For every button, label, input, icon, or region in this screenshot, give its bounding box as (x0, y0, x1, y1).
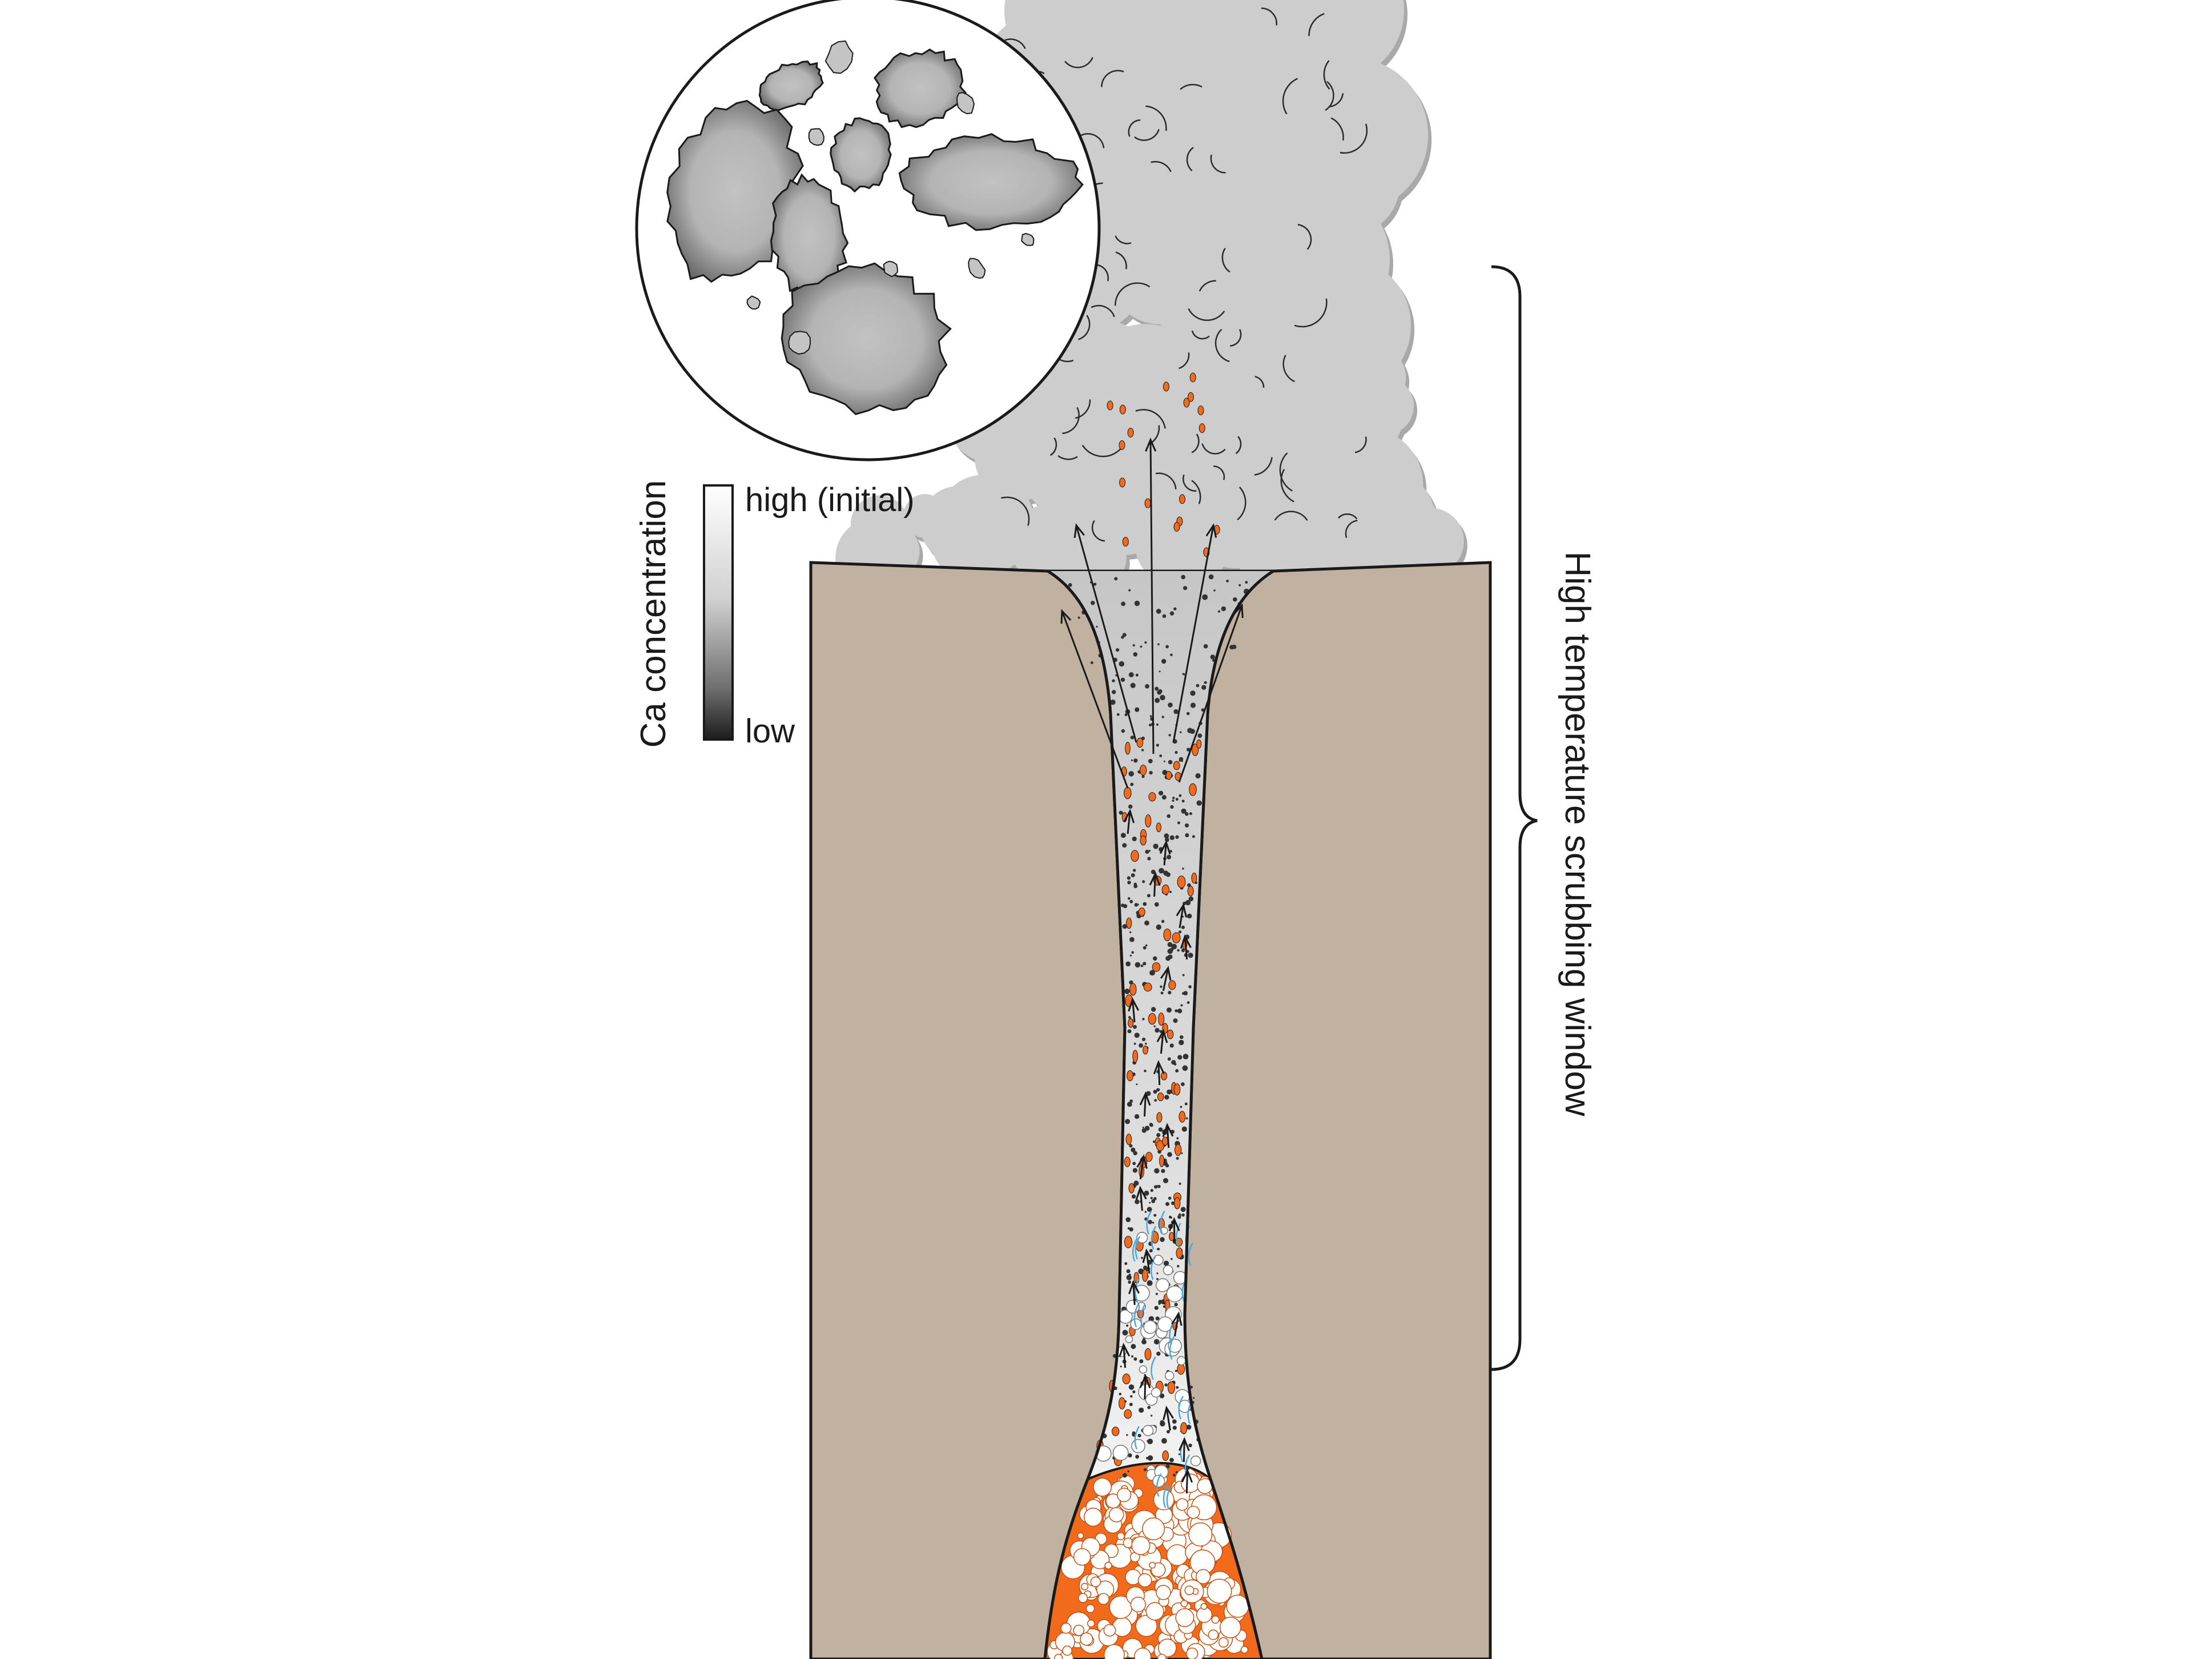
flow-arrows (1060, 437, 1244, 1494)
ca-concentration-legend: high (initial) low Ca concentration (634, 480, 915, 750)
conduit-wall-right (1183, 569, 1274, 1659)
scrubbing-window-bracket: High temperature scrubbing window (1491, 265, 1597, 1371)
ca-gradient-bar (703, 484, 734, 741)
curly-bracket (1491, 265, 1538, 1371)
ash-grain-inset (635, 0, 1101, 461)
legend-high-label: high (initial) (745, 481, 915, 519)
conduit-wall-left (1043, 569, 1127, 1659)
legend-low-label: low (745, 713, 795, 750)
bracket-label: High temperature scrubbing window (1558, 551, 1597, 1116)
legend-title: Ca concentration (634, 480, 673, 748)
